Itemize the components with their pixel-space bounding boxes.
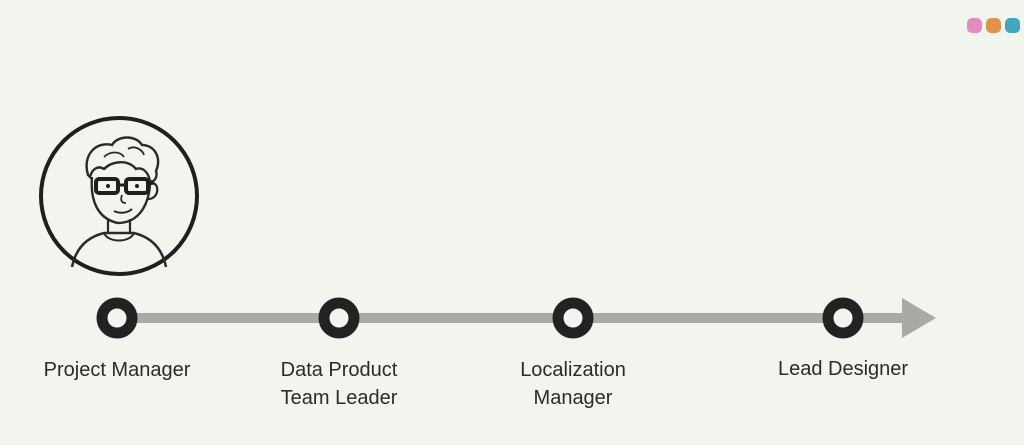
timeline-node-3	[552, 297, 594, 339]
timeline-node-1	[96, 297, 138, 339]
timeline-arrow-icon	[902, 298, 936, 338]
timeline-node-2	[318, 297, 360, 339]
timeline-node-4	[822, 297, 864, 339]
orange-dot-icon	[986, 18, 1001, 33]
teal-dot-icon	[1005, 18, 1020, 33]
node-label-localization-manager: Localization Manager	[520, 359, 626, 409]
node-label-data-product-team-leader: Data Product Team Leader	[280, 359, 398, 409]
brand-logo-dots	[967, 18, 1021, 34]
node-label-lead-designer: Lead Designer	[777, 358, 909, 380]
pink-dot-icon	[967, 18, 982, 33]
node-label-project-manager: Project Manager	[43, 359, 191, 381]
person-avatar-icon	[39, 116, 199, 276]
